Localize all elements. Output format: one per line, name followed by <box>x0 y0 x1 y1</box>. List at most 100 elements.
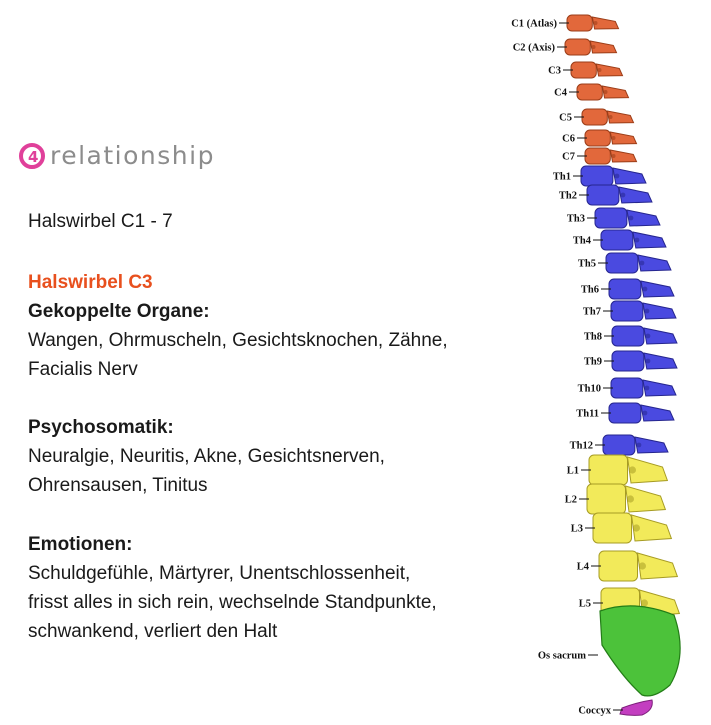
spinous-process <box>626 456 669 484</box>
organs-line: Wangen, Ohrmuscheln, Gesichtsknochen, Zä… <box>28 330 448 351</box>
vertebra-th2 <box>586 184 620 206</box>
spinous-process <box>626 209 661 227</box>
label-c4: C4 <box>554 88 568 99</box>
vertebra-c3 <box>570 61 597 79</box>
vertebra-th12 <box>602 434 636 456</box>
foramen <box>645 333 651 339</box>
label-th2: Th2 <box>559 191 577 202</box>
label-th3: Th3 <box>567 214 585 225</box>
foramen <box>632 524 640 532</box>
vertebra-th7 <box>610 300 644 322</box>
spinous-process <box>640 280 675 298</box>
vertebra-th10 <box>610 377 644 399</box>
foramen <box>614 173 620 179</box>
spine-diagram: C1 (Atlas)C2 (Axis)C3C4C5C6C7Th1Th2Th3Th… <box>511 14 681 717</box>
emotions-heading: Emotionen: <box>28 534 133 555</box>
spinous-process <box>632 231 667 249</box>
vertebra-th11 <box>608 402 642 424</box>
spinous-process <box>643 352 678 370</box>
label-l3: L3 <box>571 524 583 535</box>
vertebra-th9 <box>611 350 645 372</box>
spinous-process <box>591 16 620 30</box>
foramen <box>640 599 648 607</box>
label-th1: Th1 <box>553 172 571 183</box>
label-coccyx: Coccyx <box>578 706 611 717</box>
emotions-line: Schuldgefühle, Märtyrer, Unentschlossenh… <box>28 563 411 584</box>
spinous-process <box>630 514 673 542</box>
page-title: Halswirbel C1 - 7 <box>28 211 173 232</box>
foramen <box>642 410 648 416</box>
label-c1-atlas-: C1 (Atlas) <box>511 19 557 30</box>
foramen <box>644 308 650 314</box>
vertebra-c2-axis- <box>564 38 591 56</box>
emotions-line: frisst alles in sich rein, wechselnde St… <box>28 592 437 613</box>
psycho-heading: Psychosomatik: <box>28 417 174 438</box>
spinous-process <box>642 379 677 397</box>
label-th7: Th7 <box>583 307 601 318</box>
spinous-process <box>601 85 630 99</box>
spinous-process <box>640 404 675 422</box>
foramen <box>608 115 613 119</box>
emotions-text: Schuldgefühle, Märtyrer, Unentschlossenh… <box>28 559 508 646</box>
foramen <box>642 286 648 292</box>
label-th11: Th11 <box>576 409 599 420</box>
spinous-process <box>624 485 667 513</box>
vertebra-coccyx <box>619 699 653 716</box>
vertebra-c1-atlas- <box>566 14 593 32</box>
spinous-process <box>589 40 618 54</box>
foramen <box>636 442 642 448</box>
foramen <box>603 90 608 94</box>
foramen <box>639 260 645 266</box>
foramen <box>591 45 596 49</box>
vertebra-l3 <box>592 512 632 544</box>
logo-mark-text: 4 <box>28 148 38 166</box>
vertebra-l1 <box>588 454 628 486</box>
label-th12: Th12 <box>570 441 593 452</box>
foramen <box>593 21 598 25</box>
spinous-process <box>642 302 677 320</box>
foramen <box>620 192 626 198</box>
vertebra-th1 <box>580 165 614 187</box>
organs-line: Facialis Nerv <box>28 359 138 380</box>
logo-mark-icon: 4 <box>18 140 48 170</box>
label-th5: Th5 <box>578 259 596 270</box>
spinous-process <box>609 149 638 163</box>
foramen <box>628 215 634 221</box>
label-c3: C3 <box>548 66 561 77</box>
foramen <box>638 562 646 570</box>
psycho-line: Neuralgie, Neuritis, Akne, Gesichtsnerve… <box>28 446 385 467</box>
spine-labels: C1 (Atlas)C2 (Axis)C3C4C5C6C7Th1Th2Th3Th… <box>511 19 623 717</box>
vertebra-c7 <box>584 147 611 165</box>
spinous-process <box>606 110 635 124</box>
vertebra-l4 <box>598 550 638 582</box>
foramen <box>597 68 602 72</box>
vertebra-th3 <box>594 207 628 229</box>
vertebra-subtitle: Halswirbel C3 <box>28 272 153 293</box>
label-l2: L2 <box>565 495 577 506</box>
logo-wordmark: relationship <box>50 141 215 170</box>
spinous-process <box>609 131 638 145</box>
psycho-text: Neuralgie, Neuritis, Akne, Gesichtsnerve… <box>28 442 508 500</box>
label-c5: C5 <box>559 113 572 124</box>
foramen <box>645 358 651 364</box>
organs-text: Wangen, Ohrmuscheln, Gesichtsknochen, Zä… <box>28 326 508 384</box>
foramen <box>634 237 640 243</box>
vertebra-l2 <box>586 483 626 515</box>
label-c6: C6 <box>562 134 575 145</box>
spine-body <box>564 14 681 716</box>
foramen <box>626 495 634 503</box>
psycho-line: Ohrensausen, Tinitus <box>28 475 208 496</box>
vertebra-c6 <box>584 129 611 147</box>
vertebra-c5 <box>581 108 608 126</box>
vertebra-th6 <box>608 278 642 300</box>
label-c2-axis-: C2 (Axis) <box>513 43 556 54</box>
spinous-process <box>634 436 669 454</box>
vertebra-th4 <box>600 229 634 251</box>
vertebra-os-sacrum <box>599 605 681 697</box>
label-l1: L1 <box>567 466 579 477</box>
foramen <box>611 136 616 140</box>
label-th9: Th9 <box>584 357 602 368</box>
spinous-process <box>637 254 672 272</box>
foramen <box>628 466 636 474</box>
label-th8: Th8 <box>584 332 602 343</box>
